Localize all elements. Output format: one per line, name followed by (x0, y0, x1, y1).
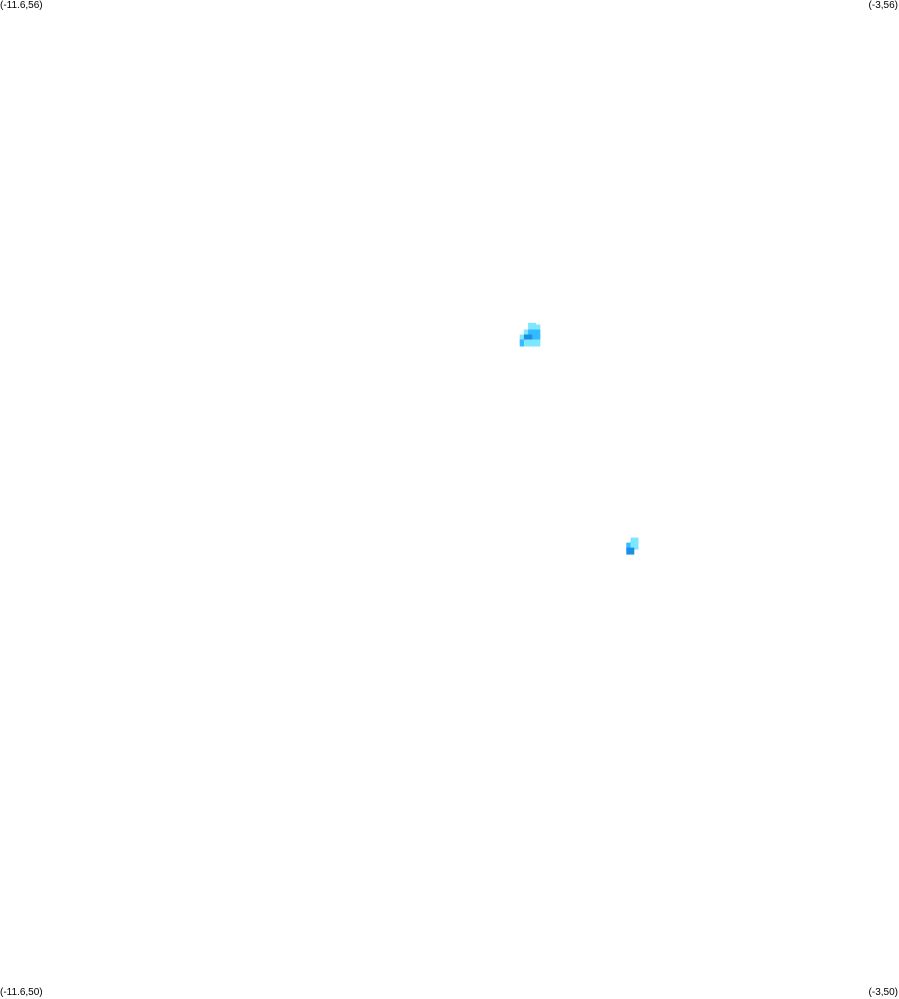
corner-label-top-right: (-3,56) (868, 0, 898, 11)
cluster-north-cell-11 (528, 339, 537, 347)
corner-label-bottom-right: (-3,50) (868, 987, 898, 998)
cluster-south-cell-0 (630, 537, 639, 545)
cluster-south-cell-2 (630, 542, 639, 550)
cluster-north-cell-3 (528, 329, 537, 337)
corner-label-top-left: (-11.6,56) (0, 0, 43, 11)
cluster-north-cell-9 (519, 339, 528, 347)
cluster-north-cell-4 (532, 329, 541, 337)
cluster-north (519, 322, 541, 347)
cluster-south-cell-1 (626, 542, 635, 550)
cluster-south-cell-3 (626, 547, 635, 555)
cluster-north-cell-10 (523, 339, 532, 347)
cluster-north-cell-7 (528, 334, 537, 342)
cluster-north-cell-0 (528, 322, 537, 330)
corner-label-bottom-left: (-11.6,50) (0, 987, 43, 998)
cluster-north-cell-5 (519, 334, 528, 342)
map-features-layer (519, 322, 639, 555)
cluster-south (626, 537, 639, 555)
cluster-north-cell-2 (523, 329, 532, 337)
cluster-north-cell-12 (532, 339, 541, 347)
cluster-north-cell-6 (523, 334, 532, 342)
cluster-north-cell-8 (532, 334, 541, 342)
cluster-north-cell-1 (532, 324, 541, 332)
